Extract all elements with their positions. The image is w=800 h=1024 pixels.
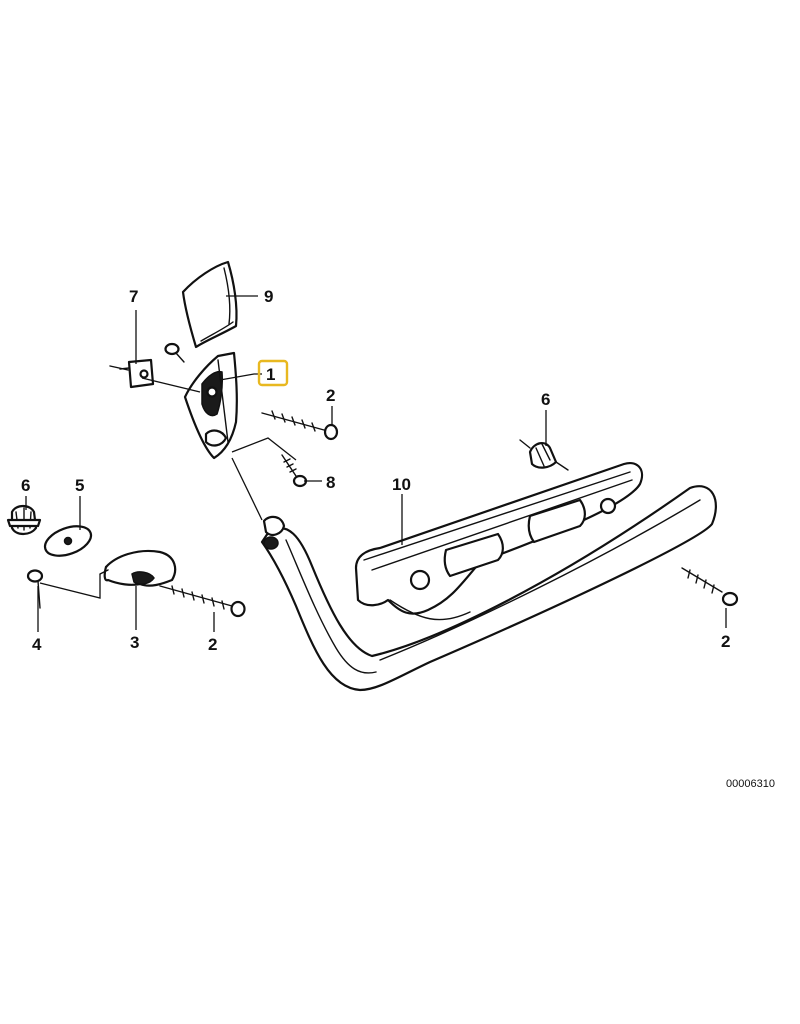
part-3-grip (99, 549, 177, 587)
part-7-clip (109, 358, 155, 389)
callout-8: 8 (326, 473, 335, 492)
callout-2-a: 2 (326, 386, 335, 405)
part-2-screw-a (261, 410, 339, 441)
callout-3: 3 (130, 633, 139, 652)
part-2-screw-c (681, 567, 739, 607)
figure-code: 00006310 (726, 778, 775, 790)
part-6-nut-a (519, 439, 569, 471)
screw-small-top (164, 342, 185, 363)
part-10-armrest (260, 462, 717, 692)
callout-1: 1 (266, 365, 275, 384)
callout-7: 7 (129, 287, 138, 306)
callout-1-highlight (257, 359, 289, 387)
callout-5: 5 (75, 476, 84, 495)
callout-6-a: 6 (541, 390, 550, 409)
leader-lines (25, 295, 727, 632)
callout-2-b: 2 (208, 635, 217, 654)
callout-6-b: 6 (21, 476, 30, 495)
part-2-screw-b (159, 585, 246, 618)
callout-2-c: 2 (721, 632, 730, 651)
part-8-screw (281, 454, 308, 488)
part-1-bracket (183, 351, 238, 460)
part-4-screw (26, 569, 44, 609)
part-9-trim-cover (181, 260, 238, 349)
callout-9: 9 (264, 287, 273, 306)
part-5-cover-plate (43, 525, 93, 557)
callout-10: 10 (392, 475, 411, 494)
callout-4: 4 (32, 635, 42, 654)
part-6-nut-b (6, 504, 42, 536)
